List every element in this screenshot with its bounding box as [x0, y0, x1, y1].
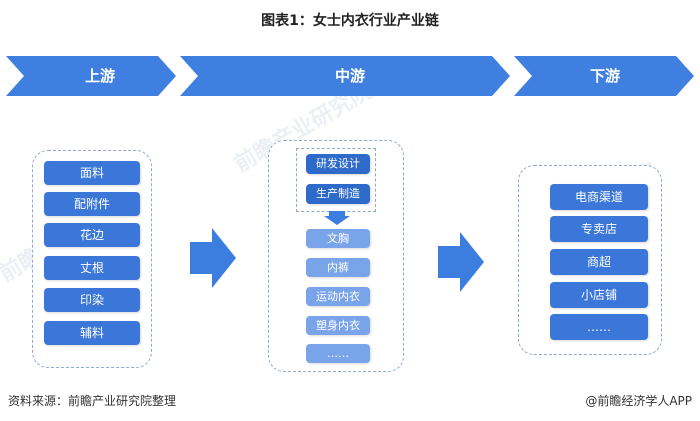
stage-label-downstream: 下游	[589, 67, 620, 85]
midstream-product-item: ……	[306, 344, 370, 363]
stage-label-midstream: 中游	[334, 67, 365, 85]
midstream-product-item: 运动内衣	[306, 287, 370, 306]
upstream-item: 辅料	[44, 321, 140, 345]
flow-arrow-right-icon	[190, 228, 236, 288]
midstream-product-item: 内裤	[306, 258, 370, 277]
downstream-item: ……	[550, 314, 648, 340]
midstream-core-item: 研发设计	[306, 154, 370, 174]
upstream-item: 面料	[44, 161, 140, 185]
downstream-item: 小店铺	[550, 282, 648, 308]
upstream-item: 花边	[44, 223, 140, 247]
downstream-item: 商超	[550, 249, 648, 275]
downstream-chevron	[514, 56, 694, 96]
midstream-product-item: 文胸	[306, 229, 370, 248]
stage-chevron-bar	[0, 56, 700, 96]
downstream-item: 电商渠道	[550, 184, 648, 210]
downstream-item: 专卖店	[550, 216, 648, 242]
page-title: 图表1：女士内衣行业产业链	[261, 13, 439, 29]
midstream-core-item: 生产制造	[306, 184, 370, 204]
upstream-item: 丈根	[44, 256, 140, 280]
upstream-chevron	[6, 56, 176, 96]
brand-credit: @前瞻经济学人APP	[585, 394, 692, 408]
upstream-item: 印染	[44, 288, 140, 312]
down-arrow-icon	[324, 211, 350, 225]
flow-arrow-right-icon	[438, 232, 484, 292]
source-note: 资料来源：前瞻产业研究院整理	[8, 394, 177, 408]
upstream-item: 配附件	[44, 192, 140, 216]
midstream-product-item: 塑身内衣	[306, 316, 370, 335]
stage-label-upstream: 上游	[84, 67, 115, 85]
midstream-chevron	[180, 56, 510, 96]
